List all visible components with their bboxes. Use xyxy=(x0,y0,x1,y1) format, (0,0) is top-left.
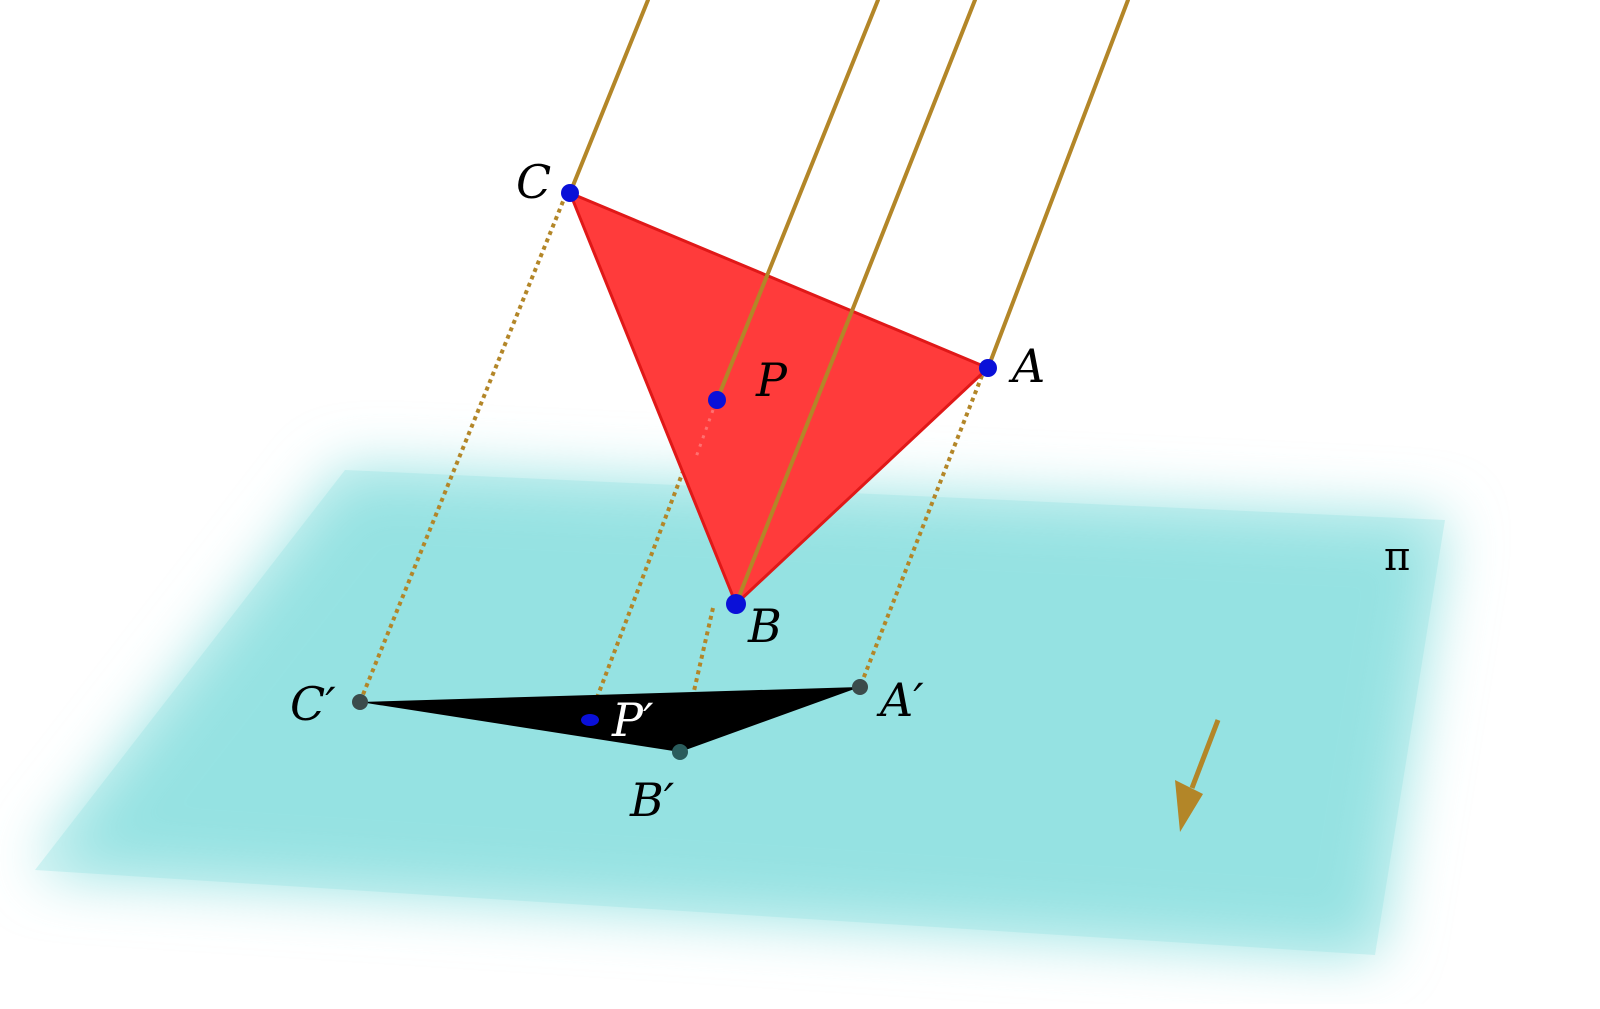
point-Pprime xyxy=(581,714,599,726)
point-B xyxy=(726,594,746,614)
point-Cprime xyxy=(352,694,368,710)
ray-through-P xyxy=(715,0,880,402)
ray-through-A xyxy=(986,0,1130,370)
point-C xyxy=(561,184,579,202)
projection-guides xyxy=(358,193,987,753)
ray-through-B xyxy=(734,0,977,606)
label-P: P xyxy=(755,353,788,407)
projection-direction-arrow-icon xyxy=(1175,719,1221,832)
label-C: C xyxy=(516,155,551,209)
label-Aprime: A′ xyxy=(876,673,924,727)
label-B: B xyxy=(747,599,782,653)
label-Cprime: C′ xyxy=(290,677,336,731)
guide-C-to-Cprime xyxy=(358,193,568,703)
guide-P-to-Pprime xyxy=(588,439,697,717)
label-A: A xyxy=(1008,339,1045,393)
projected-triangle xyxy=(360,687,860,752)
guide-A-to-Aprime xyxy=(858,367,987,688)
object-triangle xyxy=(568,191,990,606)
label-Bprime: B′ xyxy=(629,773,675,827)
point-P xyxy=(708,391,726,409)
point-Aprime xyxy=(852,679,868,695)
point-Bprime xyxy=(672,744,688,760)
label-plane-pi: π xyxy=(1384,534,1410,580)
label-Pprime: P′ xyxy=(611,693,654,747)
point-A xyxy=(979,359,997,377)
ray-through-C xyxy=(568,0,650,195)
projection-rays xyxy=(568,0,1130,606)
